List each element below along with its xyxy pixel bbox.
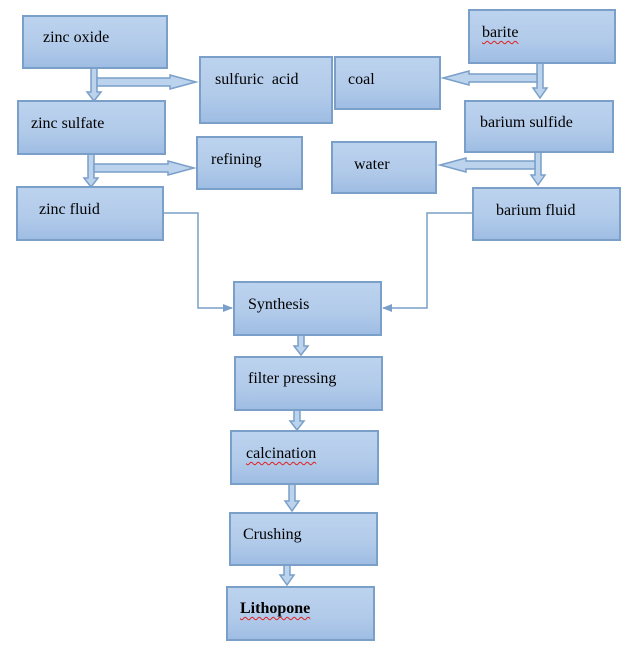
node-label: zinc sulfate — [31, 115, 105, 132]
node-refining: refining — [196, 136, 303, 190]
node-filter-pressing: filter pressing — [234, 356, 383, 411]
node-lithopone: Lithopone — [226, 586, 375, 641]
node-label: calcination — [246, 445, 317, 462]
node-label: Synthesis — [248, 296, 310, 313]
block-arrow-calcination-crushing — [283, 483, 301, 513]
node-crushing: Crushing — [229, 512, 378, 566]
node-label: barium fluid — [496, 202, 576, 219]
block-arrow-crushing-lithopone — [278, 564, 296, 587]
node-water: water — [331, 141, 437, 194]
node-sulfuric-acid: sulfuric acid — [199, 56, 333, 124]
node-label: zinc fluid — [39, 201, 100, 218]
node-synthesis: Synthesis — [233, 281, 382, 336]
elbow-line-bariumfluid-synthesis — [382, 212, 473, 312]
node-label: Lithopone — [240, 600, 311, 617]
block-arrow-bariumsulfide-bariumfluid — [529, 151, 547, 187]
block-arrow-zincoxide-sulfuricacid — [96, 74, 199, 90]
node-label: zinc oxide — [43, 29, 110, 46]
node-barium-sulfide: barium sulfide — [464, 100, 614, 153]
node-label: water — [354, 156, 390, 173]
node-label: refining — [211, 151, 262, 168]
node-coal: coal — [334, 56, 441, 110]
block-arrow-zincsulfate-refining — [93, 160, 197, 176]
node-label: coal — [348, 71, 375, 88]
node-label: Crushing — [243, 526, 302, 543]
node-label: barium sulfide — [480, 114, 573, 131]
node-calcination: calcination — [230, 430, 379, 485]
elbow-line-zincfluid-synthesis — [163, 212, 233, 312]
node-barite: barite — [468, 9, 616, 64]
block-arrow-barite-bariumsulfide — [531, 62, 549, 100]
block-arrow-filterpressing-calcination — [288, 409, 306, 432]
block-arrow-synthesis-filterpressing — [292, 334, 310, 357]
block-arrow-zincoxide-zincsulfate — [85, 67, 103, 103]
node-label: barite — [482, 24, 519, 41]
node-zinc-oxide: zinc oxide — [22, 15, 168, 69]
node-zinc-sulfate: zinc sulfate — [17, 100, 166, 155]
node-label: filter pressing — [248, 370, 337, 387]
block-arrow-zincsulfate-zincfluid — [82, 153, 100, 189]
block-arrow-barite-coal — [440, 70, 538, 86]
block-arrow-bariumsulfide-water — [437, 157, 536, 173]
node-label: sulfuric acid — [215, 71, 299, 88]
node-zinc-fluid: zinc fluid — [16, 186, 164, 241]
node-barium-fluid: barium fluid — [472, 187, 621, 241]
